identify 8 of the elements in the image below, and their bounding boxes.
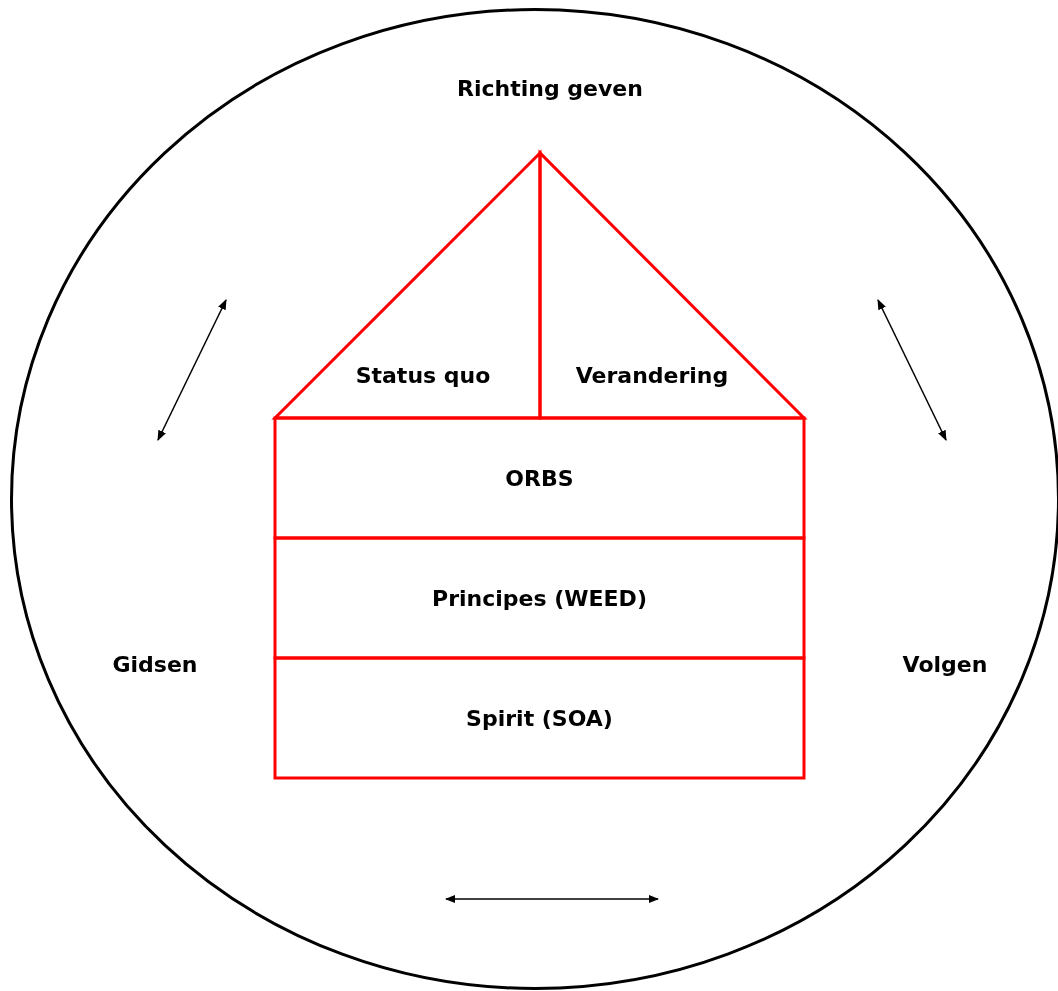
- node-label: Richting geven: [457, 75, 643, 101]
- node-label: Status quo: [355, 362, 491, 388]
- node-label: Gidsen: [112, 651, 198, 677]
- node-label: Principes (WEED): [432, 585, 647, 611]
- node-label: Volgen: [902, 651, 988, 677]
- node-label: Verandering: [575, 362, 729, 388]
- node-label: ORBS: [505, 465, 574, 491]
- node-label: Spirit (SOA): [466, 705, 613, 731]
